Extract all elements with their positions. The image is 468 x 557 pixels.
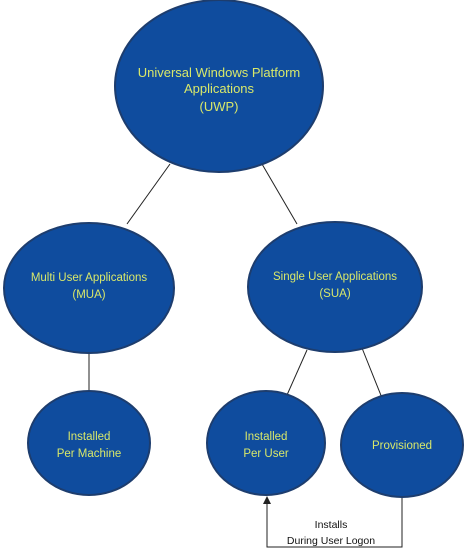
node-per-user-line1: Installed [245,431,288,443]
connector-label-line2: During User Logon [287,535,375,547]
connector-label-line1: Installs [315,519,348,531]
node-uwp: Universal Windows Platform Applications … [114,0,324,173]
node-per-user-ellipse [206,390,326,496]
node-uwp-line3: (UWP) [200,99,239,114]
node-mua: Multi User Applications (MUA) [3,222,175,354]
node-sua: Single User Applications (SUA) [247,221,423,353]
connector-uwp-sua [261,163,298,225]
node-provisioned: Provisioned [340,392,464,498]
connector-sua-provisioned [361,347,383,399]
node-mua-ellipse [3,222,175,354]
node-mua-line1: Multi User Applications [31,272,148,284]
node-provisioned-ellipse [340,392,464,498]
node-per-user-line2: Per User [243,448,289,460]
node-uwp-ellipse [114,0,324,173]
node-sua-ellipse [247,221,423,353]
node-uwp-line1: Universal Windows Platform [138,65,301,80]
connector-uwp-mua [126,163,171,225]
connector-sua-per-user [286,349,308,396]
node-per-machine-ellipse [27,390,151,496]
node-installed-per-machine: Installed Per Machine [27,390,151,496]
node-sua-line1: Single User Applications [273,271,397,283]
node-sua-line2: (SUA) [319,288,350,300]
node-uwp-line2: Applications [184,81,255,96]
node-provisioned-line1: Provisioned [372,440,432,452]
node-installed-per-user: Installed Per User [206,390,326,496]
node-mua-line2: (MUA) [72,289,105,301]
node-per-machine-line2: Per Machine [57,448,122,460]
logon-install-connector [263,496,403,548]
node-per-machine-line1: Installed [68,431,111,443]
